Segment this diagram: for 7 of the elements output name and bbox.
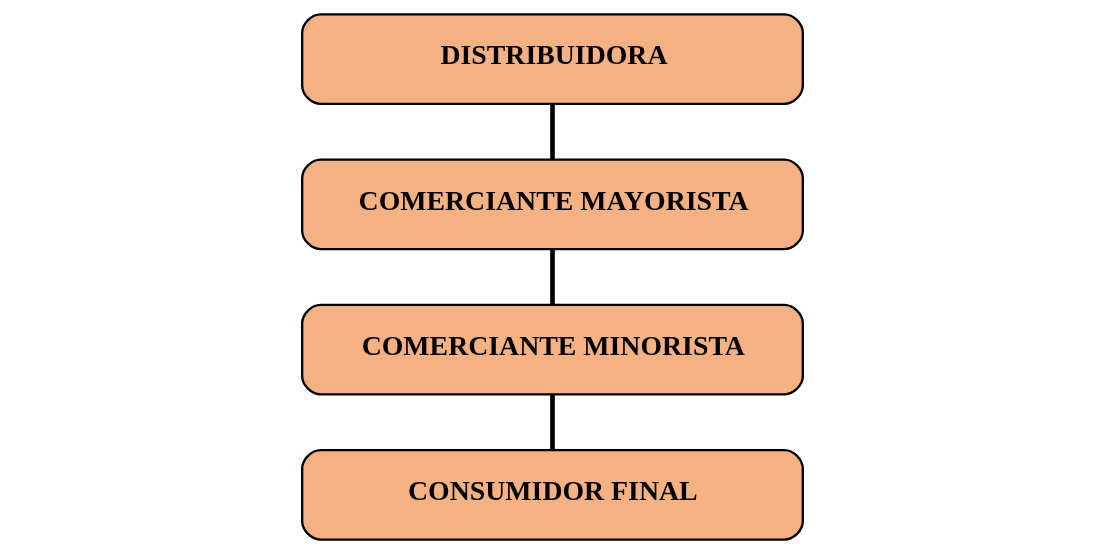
connector — [549, 104, 555, 160]
connector — [549, 394, 555, 450]
connector — [549, 249, 555, 305]
node-box: COMERCIANTE MINORISTA — [300, 303, 804, 396]
node-box: CONSUMIDOR FINAL — [300, 448, 804, 541]
node-box: COMERCIANTE MAYORISTA — [300, 158, 804, 251]
node-box: DISTRIBUIDORA — [300, 13, 804, 106]
